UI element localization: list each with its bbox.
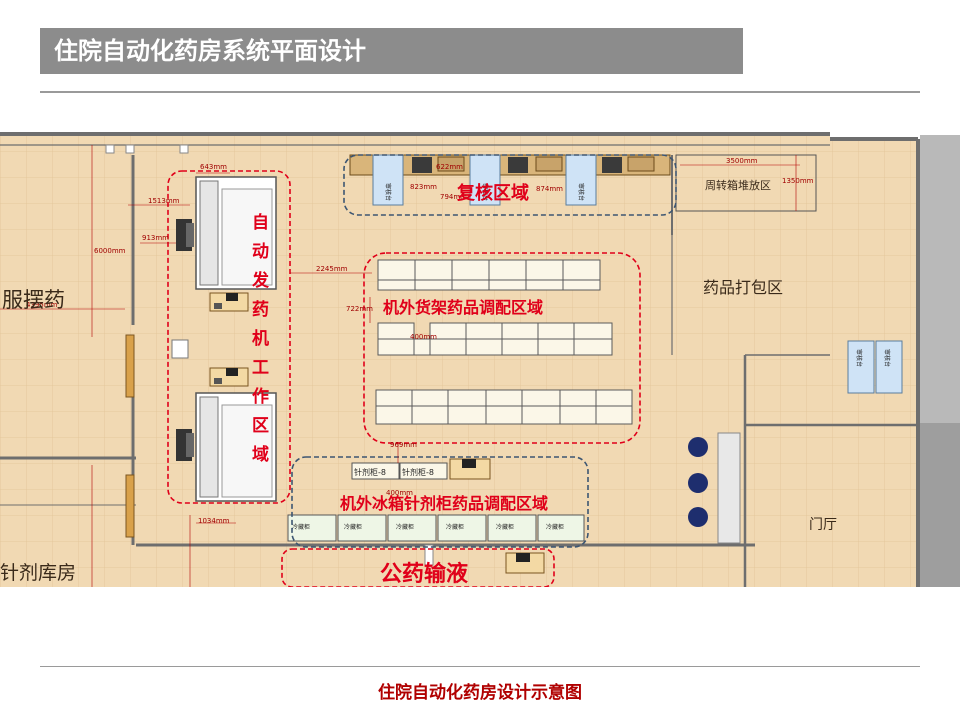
fridge-label-1: 冷藏柜 (292, 523, 310, 531)
dim-1513: 1513mm (148, 197, 180, 205)
dim-400-b: 400mm (386, 489, 413, 497)
packing-desks (847, 340, 903, 394)
dispensing-machine-2 (176, 392, 277, 502)
zone-outline-review (343, 154, 677, 216)
lobby-chairs (688, 432, 741, 544)
dispensing-machine-1 (176, 176, 277, 290)
dim-3500: 3500mm (726, 157, 758, 165)
dim-913: 913mm (142, 234, 169, 242)
zone-label-review: 复核区域 (456, 182, 529, 204)
room-packing-area: 药品打包区 (703, 278, 783, 297)
zone-label-infusion: 公药输液 (380, 561, 468, 587)
zone-outline-shelf (363, 252, 641, 444)
fridge-label-3: 冷藏柜 (396, 523, 414, 531)
floor-plan: 审核台 审核台 审核台 针剂柜-8 针剂柜-8 (0, 125, 960, 587)
dim-874: 874mm (536, 185, 563, 193)
shelf-row-2 (377, 322, 613, 356)
dim-1034: 1034mm (198, 517, 230, 525)
infusion-desk (505, 552, 545, 574)
review-desk-label-2: 审核台 (481, 183, 489, 201)
dim-622: 622mm (436, 163, 463, 171)
bottom-divider (40, 666, 920, 667)
figure-caption: 住院自动化药房设计示意图 (378, 683, 582, 703)
review-desk-label-1: 审核台 (384, 183, 392, 201)
review-desks (349, 154, 671, 206)
dim-6000: 6000mm (94, 247, 126, 255)
room-injection-storage: 针剂库房 (0, 562, 76, 584)
needle-cabinet-label-1: 针剂柜-8 (354, 467, 386, 477)
packing-desk-label-1: 审核台 (855, 349, 863, 367)
fridge-label-6: 冷藏柜 (546, 523, 564, 531)
page-title: 住院自动化药房系统平面设计 (54, 37, 366, 65)
zone-outline-infusion (281, 548, 555, 587)
room-turnover-box-area: 周转箱堆放区 (705, 178, 771, 192)
dim-969: 969mm (390, 441, 417, 449)
zone-label-shelf: 机外货架药品调配区域 (383, 298, 543, 317)
zone-label-fridge: 机外冰箱针剂柜药品调配区域 (340, 494, 548, 513)
fridge-label-2: 冷藏柜 (344, 523, 362, 531)
room-lobby: 门厅 (809, 517, 837, 533)
fridge-label-5: 冷藏柜 (496, 523, 514, 531)
shelf-row-1 (377, 259, 601, 291)
review-desk-label-3: 审核台 (577, 183, 585, 201)
dim-722: 722mm (346, 305, 373, 313)
dim-823: 823mm (410, 183, 437, 191)
shelf-row-3 (375, 389, 633, 425)
top-divider (40, 91, 920, 93)
dim-794: 794mm (440, 193, 467, 201)
workstation-1 (209, 292, 249, 312)
workstation-2 (209, 367, 249, 387)
dim-400-a: 400mm (410, 333, 437, 341)
needle-cabinet-label-2: 针剂柜-8 (402, 467, 434, 477)
packing-desk-label-2: 审核台 (883, 349, 891, 367)
dim-2245: 2245mm (316, 265, 348, 273)
dim-1350: 1350mm (782, 177, 814, 185)
title-bar: 住院自动化药房系统平面设计 (40, 28, 743, 74)
dim-643: 643mm (200, 163, 227, 171)
dim-4395: 4395mm (26, 301, 58, 309)
zone-label-auto-dispense: 自动发药机工作区域 (248, 212, 270, 474)
needle-cabinets (351, 458, 491, 480)
zone-outline-fridge (291, 456, 589, 548)
room-oral-dispensing: 服摆药 (2, 288, 65, 312)
zone-outline-auto-dispense (167, 170, 291, 504)
fridge-label-4: 冷藏柜 (446, 523, 464, 531)
fridge-row (287, 514, 585, 542)
